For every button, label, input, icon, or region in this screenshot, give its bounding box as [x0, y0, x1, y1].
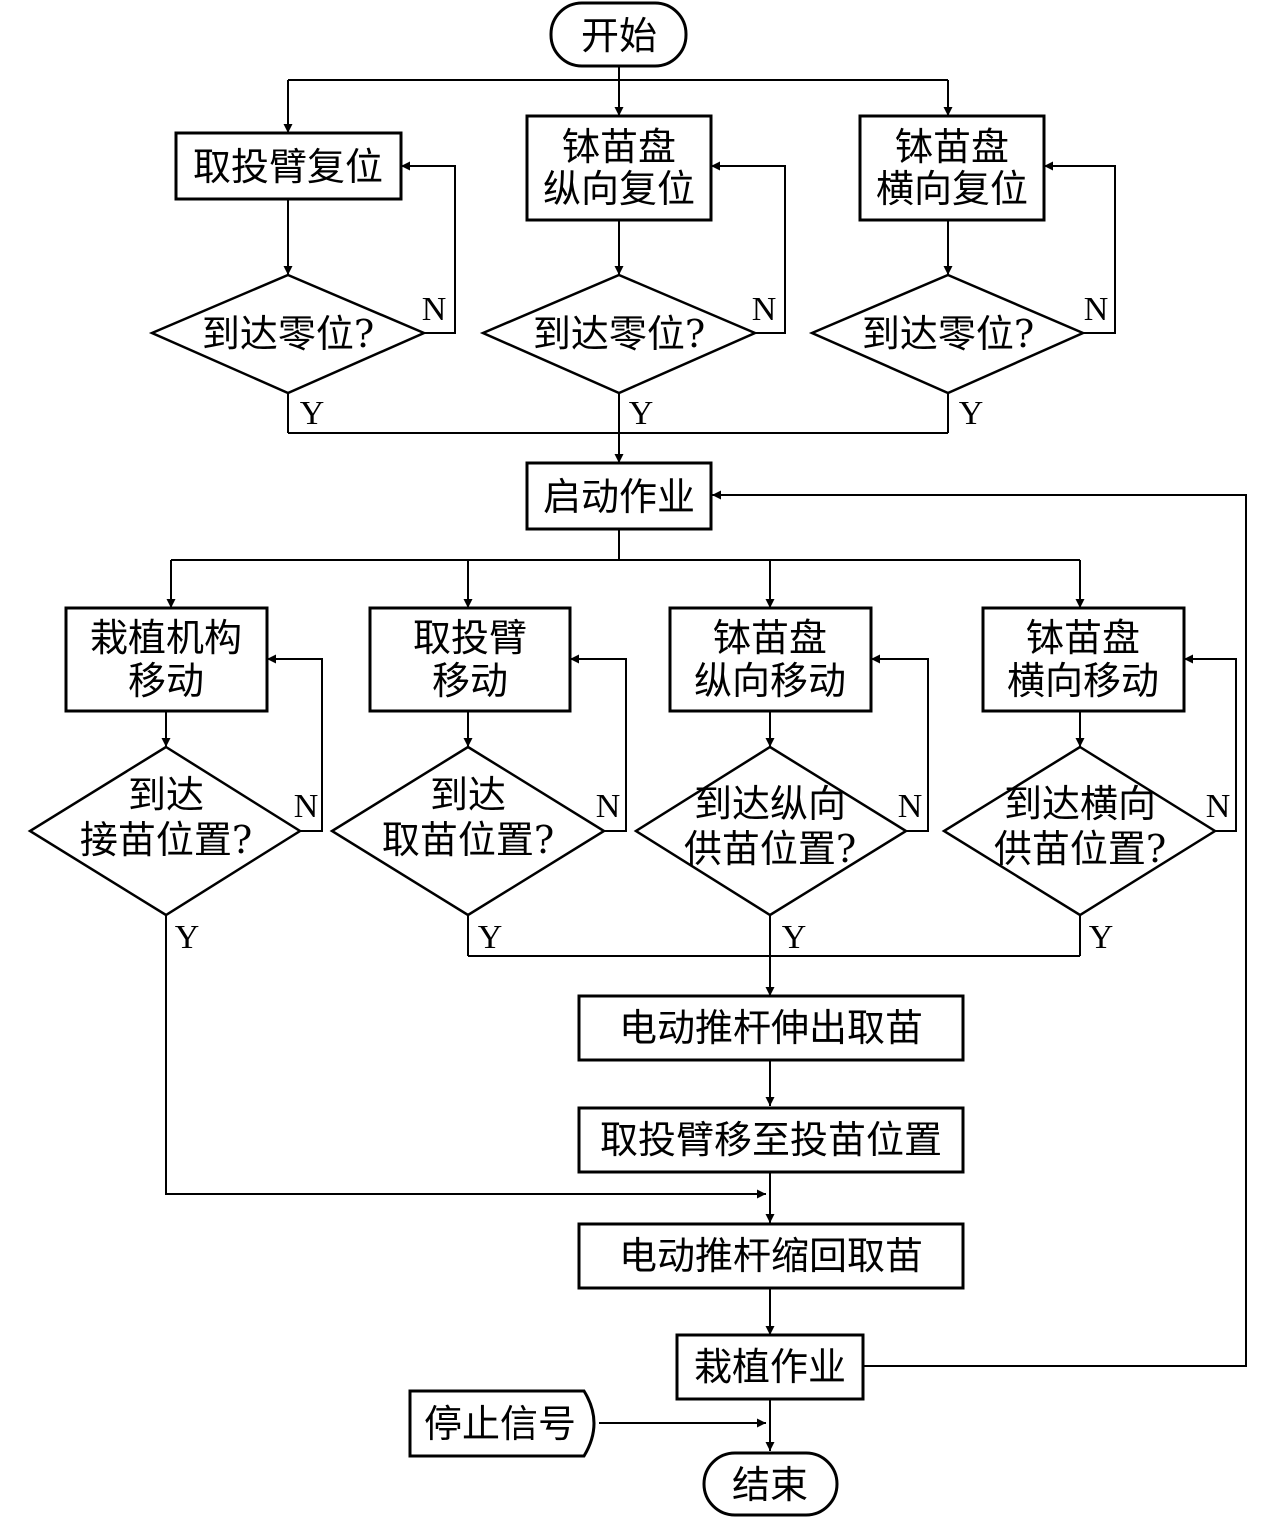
stop-signal-label: 停止信号: [424, 1402, 576, 1446]
start-work-process: [525, 461, 713, 531]
move-longitudinal-question-1: 到达纵向: [694, 782, 846, 826]
no-label: N: [1084, 291, 1109, 328]
yes-label: Y: [478, 919, 503, 956]
no-label: N: [596, 788, 621, 825]
reset-longitudinal-branch: 钵苗盘 纵向复位 到达零位?: [479, 114, 759, 395]
move-transverse-label-1: 钵苗盘: [1026, 616, 1140, 660]
reset-transverse-branch: 钵苗盘 横向复位 到达零位?: [808, 114, 1087, 395]
no-label: N: [422, 291, 447, 328]
reset-arm-question: 到达零位?: [202, 312, 374, 356]
yes-label: Y: [300, 395, 325, 432]
move-arm-branch: 取投臂 移动 到达 取苗位置?: [329, 606, 607, 917]
end-terminal: [702, 1451, 839, 1517]
branch-labels: N N N Y Y Y N N N N Y Y Y Y: [175, 291, 1231, 956]
move-planting-process: [64, 606, 269, 713]
move-arm-label-2: 移动: [432, 659, 508, 703]
reset-transverse-process: [858, 114, 1046, 222]
move-transverse-question-2: 供苗位置?: [994, 827, 1166, 871]
reset-longitudinal-label-1: 钵苗盘: [562, 125, 676, 169]
move-arm-label-1: 取投臂: [413, 616, 527, 660]
move-arm-question-1: 到达: [430, 773, 506, 817]
arm-to-drop-label: 取投臂移至投苗位置: [600, 1118, 942, 1162]
reset-arm-branch: 取投臂复位 到达零位?: [148, 131, 428, 395]
move-planting-decision: [27, 745, 303, 917]
reset-transverse-label-2: 横向复位: [876, 167, 1028, 211]
move-transverse-decision: [941, 745, 1218, 917]
yes-label: Y: [959, 395, 984, 432]
yes-label: Y: [175, 919, 200, 956]
planting-work-label: 栽植作业: [694, 1345, 846, 1389]
move-longitudinal-decision: [633, 745, 909, 917]
reset-longitudinal-question: 到达零位?: [533, 312, 705, 356]
reset-arm-label: 取投臂复位: [193, 145, 383, 189]
no-label: N: [1206, 788, 1231, 825]
reset-longitudinal-decision: [479, 273, 759, 395]
push-rod-extend-process: [577, 994, 965, 1062]
move-planting-branch: 栽植机构 移动 到达 接苗位置?: [27, 606, 303, 917]
no-label: N: [752, 291, 777, 328]
start-label: 开始: [581, 14, 657, 58]
push-rod-retract-process: [577, 1222, 965, 1290]
move-longitudinal-question-2: 供苗位置?: [684, 827, 856, 871]
stop-signal-input: [408, 1389, 596, 1458]
reset-transverse-decision: [808, 273, 1087, 395]
move-transverse-label-2: 横向移动: [1007, 659, 1159, 703]
move-planting-question-2: 接苗位置?: [80, 818, 252, 862]
arm-to-drop-process: [577, 1106, 965, 1174]
reset-longitudinal-label-2: 纵向复位: [543, 167, 695, 211]
reset-longitudinal-process: [525, 114, 713, 222]
planting-work-process: [675, 1333, 865, 1401]
move-transverse-process: [981, 606, 1186, 713]
move-planting-label-2: 移动: [128, 659, 204, 703]
start-work-label: 启动作业: [543, 475, 695, 519]
connectors: [161, 66, 1247, 1451]
reset-transverse-label-1: 钵苗盘: [895, 125, 1009, 169]
no-label: N: [898, 788, 923, 825]
no-label: N: [294, 788, 319, 825]
move-transverse-branch: 钵苗盘 横向移动 到达横向 供苗位置?: [941, 606, 1218, 917]
push-rod-extend-label: 电动推杆伸出取苗: [619, 1006, 923, 1050]
end-label: 结束: [732, 1463, 808, 1507]
push-rod-retract-label: 电动推杆缩回取苗: [619, 1234, 923, 1278]
reset-transverse-question: 到达零位?: [862, 312, 1034, 356]
move-arm-decision: [329, 745, 607, 917]
move-longitudinal-label-1: 钵苗盘: [713, 616, 827, 660]
move-planting-label-1: 栽植机构: [90, 616, 242, 660]
yes-label: Y: [629, 395, 654, 432]
reset-arm-process: [174, 131, 403, 201]
start-terminal: [549, 1, 688, 68]
move-longitudinal-branch: 钵苗盘 纵向移动 到达纵向 供苗位置?: [633, 606, 909, 917]
move-transverse-question-1: 到达横向: [1004, 782, 1156, 826]
move-longitudinal-label-2: 纵向移动: [694, 659, 846, 703]
move-arm-process: [368, 606, 572, 713]
reset-arm-decision: [148, 273, 428, 395]
yes-label: Y: [782, 919, 807, 956]
move-longitudinal-process: [668, 606, 873, 713]
yes-label: Y: [1089, 919, 1114, 956]
move-planting-question-1: 到达: [128, 773, 204, 817]
move-arm-question-2: 取苗位置?: [382, 818, 554, 862]
